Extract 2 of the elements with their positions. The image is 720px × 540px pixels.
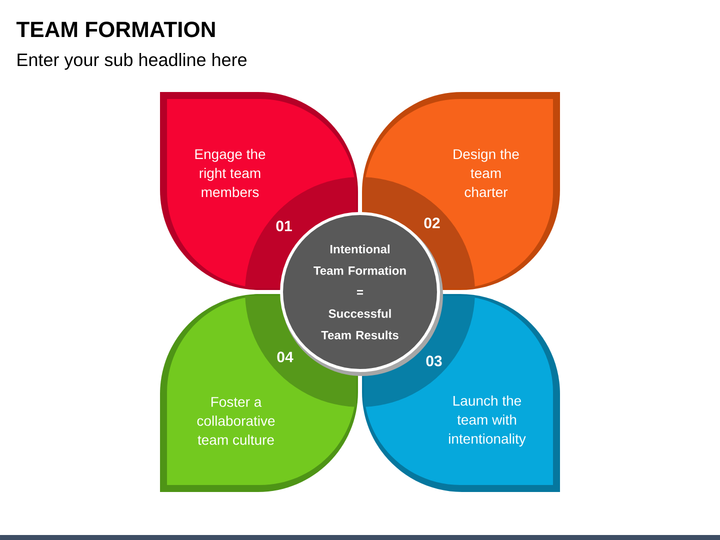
title: TEAM FORMATION xyxy=(16,22,215,38)
subtitle: Enter your sub headline here xyxy=(18,52,246,70)
